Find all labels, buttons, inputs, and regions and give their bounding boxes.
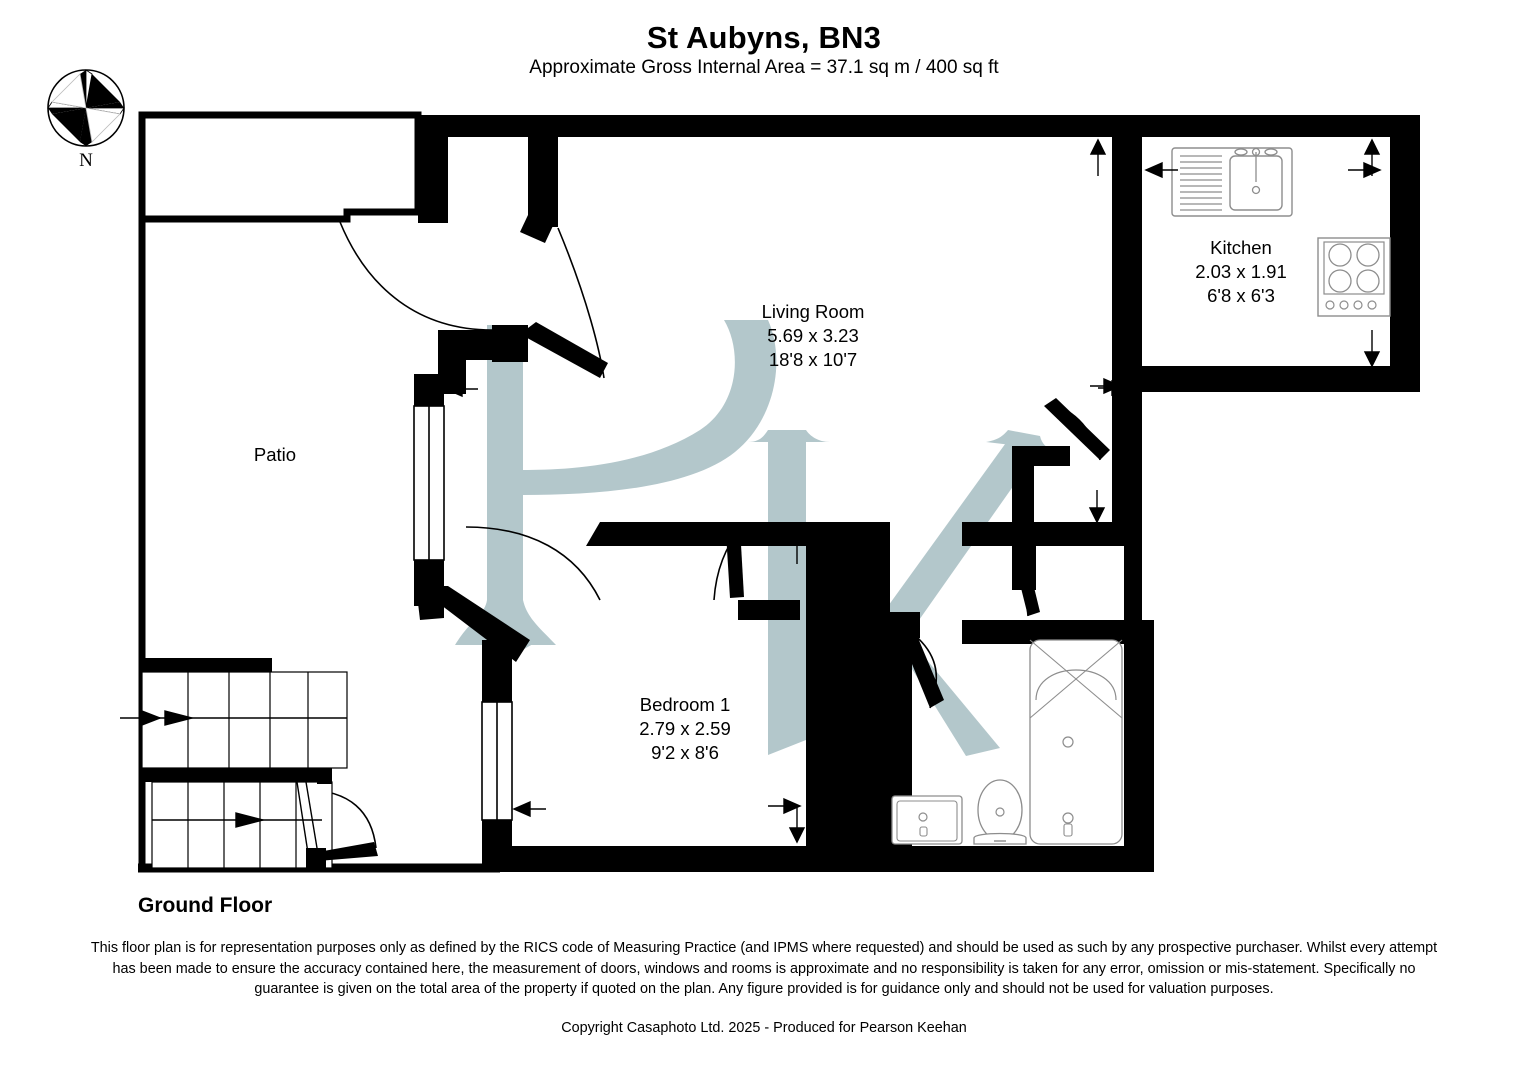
dimension-arrows-group: [120, 138, 1382, 844]
compass-north-label: N: [79, 150, 93, 171]
bathroom-basin-icon: [891, 795, 963, 845]
room-dimensions-metric: 2.03 x 1.91: [1195, 261, 1287, 282]
staircase-group: [141, 658, 378, 869]
room-label-living-room: Living Room 5.69 x 3.23 18'8 x 10'7: [698, 300, 928, 372]
windows-group: [413, 405, 513, 821]
room-name: Bedroom 1: [639, 694, 731, 715]
floor-level-label: Ground Floor: [138, 894, 273, 917]
bathroom-wc-icon: [973, 779, 1027, 845]
kitchen-sink-icon: [1171, 147, 1293, 217]
floor-shading-group: [455, 320, 1054, 756]
copyright-text: Copyright Casaphoto Ltd. 2025 - Produced…: [561, 1020, 967, 1036]
kitchen-hob-icon: [1317, 237, 1391, 317]
room-name: Living Room: [761, 301, 865, 322]
room-dimensions-metric: 2.79 x 2.59: [639, 718, 731, 739]
room-dimensions-metric: 5.69 x 3.23: [767, 325, 859, 346]
compass-rose-icon: [47, 69, 125, 147]
room-dimensions-imperial: 18'8 x 10'7: [768, 349, 858, 370]
room-dimensions-imperial: 9'2 x 8'6: [651, 742, 719, 763]
page-title: St Aubyns, BN3: [646, 20, 882, 55]
room-label-patio: Patio: [253, 444, 297, 465]
disclaimer-text: This floor plan is for representation pu…: [90, 940, 1438, 997]
room-dimensions-imperial: 6'8 x 6'3: [1207, 285, 1275, 306]
bathroom-bath-icon: [1029, 639, 1123, 845]
walls-group: [414, 115, 1420, 872]
room-name: Kitchen: [1210, 237, 1272, 258]
room-label-kitchen: Kitchen 2.03 x 1.91 6'8 x 6'3: [1150, 236, 1332, 308]
room-label-bedroom-1: Bedroom 1 2.79 x 2.59 9'2 x 8'6: [588, 693, 782, 765]
page-subtitle: Approximate Gross Internal Area = 37.1 s…: [529, 57, 999, 78]
